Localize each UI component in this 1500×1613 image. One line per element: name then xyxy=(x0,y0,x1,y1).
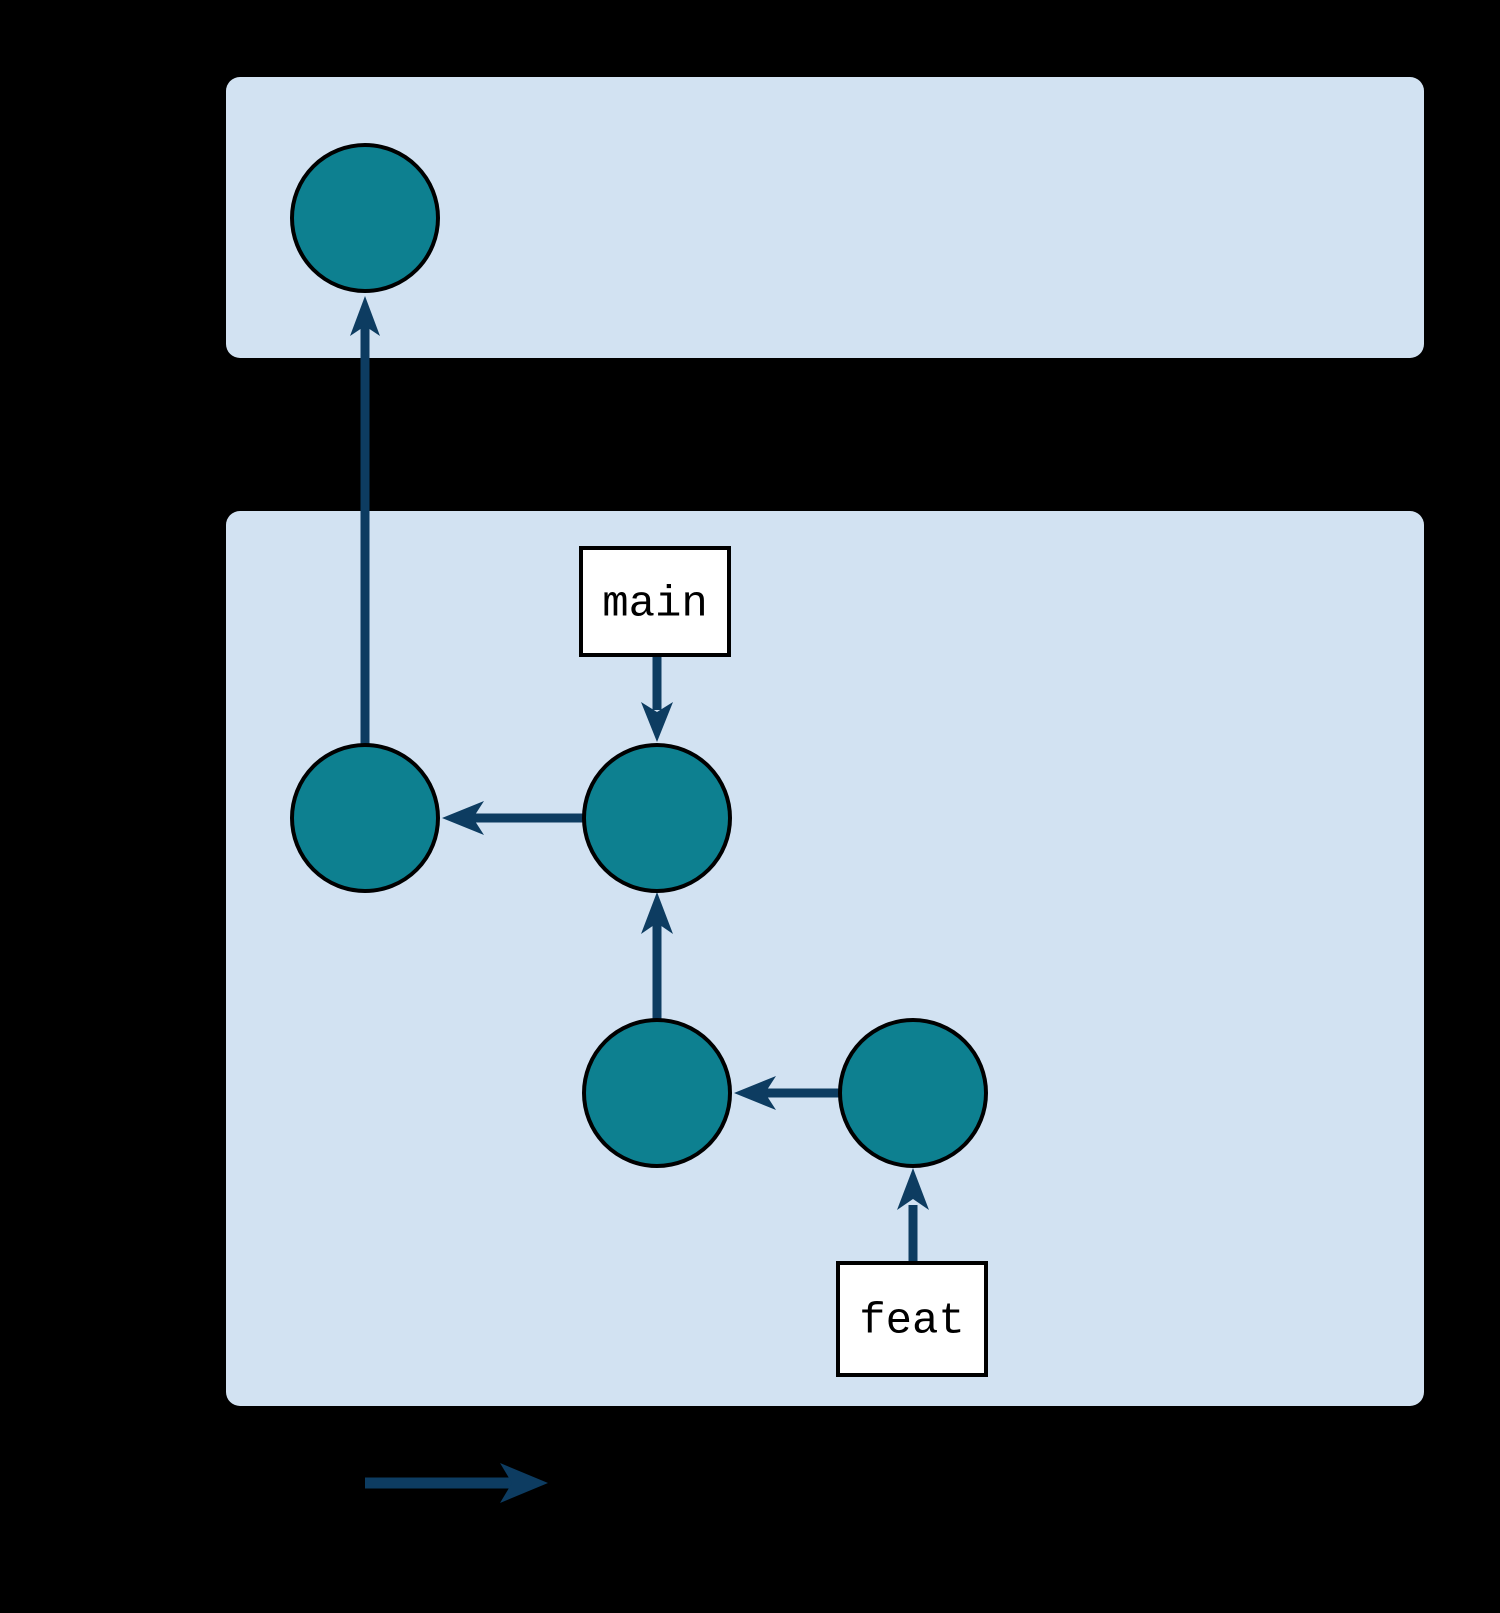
edge-feat-tip-to-feat-commit xyxy=(734,1076,840,1110)
arrowhead-up-icon xyxy=(350,296,380,336)
edge-lower-root-to-upper-commit xyxy=(350,296,380,745)
edge-main-label-to-main-tip xyxy=(641,655,673,742)
edge-feat-label-to-feat-tip xyxy=(897,1168,929,1263)
cluster-lower xyxy=(226,511,1424,1406)
edge-main-tip-to-lower-root xyxy=(442,801,584,835)
commit-node-main-tip[interactable] xyxy=(582,743,732,893)
arrowhead-up-icon xyxy=(641,892,673,934)
arrowhead-left-icon xyxy=(734,1076,776,1110)
commit-node-feat-tip[interactable] xyxy=(838,1018,988,1168)
edge-feat-commit-to-main-tip xyxy=(641,892,673,1020)
branch-label-main-box xyxy=(579,546,731,657)
commit-node-feat-parent[interactable] xyxy=(582,1018,732,1168)
branch-label-feat[interactable]: feat xyxy=(836,1261,988,1377)
arrowhead-down-icon xyxy=(641,702,673,742)
arrowhead-up-icon xyxy=(897,1168,929,1210)
branch-label-feat-text: feat xyxy=(859,1297,965,1347)
arrowhead-left-icon xyxy=(442,801,484,835)
arrowhead-right-icon xyxy=(500,1463,548,1503)
commit-node-upper[interactable] xyxy=(290,143,440,293)
branch-label-main-text: main xyxy=(602,580,708,630)
commit-node-lower-root[interactable] xyxy=(290,743,440,893)
branch-label-feat-box xyxy=(836,1261,988,1377)
legend-arrow xyxy=(365,1463,548,1503)
branch-label-main[interactable]: main xyxy=(579,546,731,657)
cluster-upper xyxy=(226,77,1424,358)
